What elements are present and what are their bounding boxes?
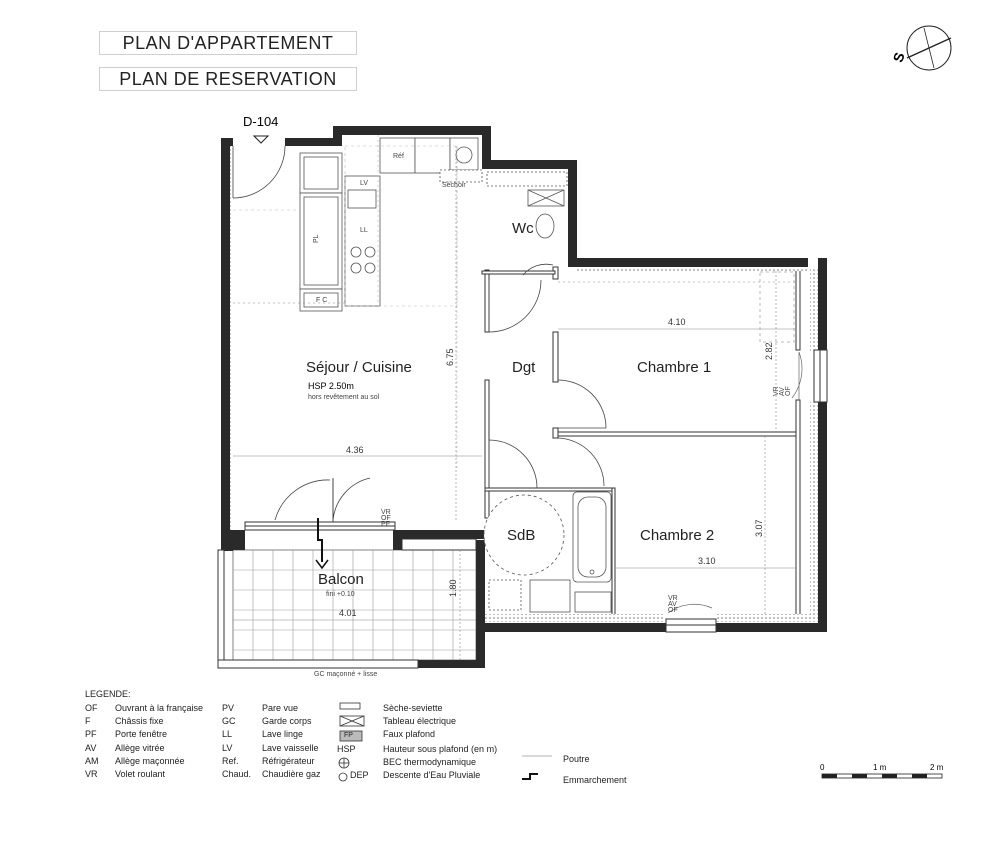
dep-icon xyxy=(338,772,348,782)
compass-letter: S xyxy=(890,50,908,64)
title-plan-reservation: PLAN DE RESERVATION xyxy=(99,67,357,91)
window-chambre2 xyxy=(665,603,717,633)
label-ref: Réf xyxy=(393,153,404,160)
balcony-railing-east xyxy=(401,538,477,551)
room-balcon: Balcon xyxy=(318,571,364,588)
dim-balcon-depth: 1.80 xyxy=(448,579,458,597)
legend-title: LEGENDE: xyxy=(85,689,131,699)
label-pf-1: PF xyxy=(381,521,390,528)
legend-row: Chaud.Chaudière gaz xyxy=(222,769,321,780)
exterior-walls xyxy=(221,126,827,668)
dim-chambre1-width: 4.10 xyxy=(668,317,686,327)
kitchen-guides xyxy=(233,135,458,470)
room-chambre1: Chambre 1 xyxy=(637,359,711,376)
legend-row: Tableau électrique xyxy=(383,716,457,727)
label-vr-3: VR xyxy=(668,595,678,602)
label-ll: LL xyxy=(360,227,368,234)
towel-dryer-icon xyxy=(339,702,361,710)
scale-bar: 0 1 m 2 m xyxy=(820,763,944,779)
entrance-door xyxy=(232,145,286,199)
label-sechoir: Séchoir xyxy=(442,182,466,189)
legend-symbols xyxy=(338,702,552,782)
dim-chambre2-depth: 3.07 xyxy=(754,519,764,537)
interior-doors xyxy=(488,263,607,489)
dim-chambre2-width: 3.10 xyxy=(698,556,716,566)
label-fc: F C xyxy=(316,297,327,304)
title-plan-appartement: PLAN D'APPARTEMENT xyxy=(99,31,357,55)
window-chambre1 xyxy=(791,349,828,403)
label-av-3: AV xyxy=(668,601,677,608)
dim-sejour-width: 4.36 xyxy=(346,445,364,455)
label-vr-2: VR xyxy=(773,386,780,396)
scale-0: 0 xyxy=(820,763,825,772)
emmarchement-icon xyxy=(522,773,538,780)
balcony-railing-south xyxy=(217,659,419,669)
balcony-railing-west xyxy=(217,549,225,669)
label-pl: PL xyxy=(313,234,320,243)
label-vr-1: VR xyxy=(381,509,391,516)
scale-2m: 2 m xyxy=(930,763,944,772)
label-balcon-edge: GC maçonné + lisse xyxy=(314,671,377,678)
room-chambre2: Chambre 2 xyxy=(640,527,714,544)
compass-icon: S xyxy=(890,25,952,71)
dim-sejour-depth: 6.75 xyxy=(445,348,455,366)
dim-chambre1-depth: 2.82 xyxy=(764,342,774,360)
legend-row: Poutre xyxy=(563,754,590,764)
legend-col4: Poutre Emmarchement xyxy=(563,753,627,787)
label-lv: LV xyxy=(360,180,368,187)
step-arrowhead-icon xyxy=(315,559,329,570)
dimension-lines xyxy=(233,146,796,660)
balcony-tiles xyxy=(232,549,477,661)
apartment-ref: D-104 xyxy=(243,114,278,129)
legend-row: Emmarchement xyxy=(563,775,627,786)
sejour-hsp: HSP 2.50m xyxy=(308,381,354,391)
balcony-door xyxy=(244,477,396,531)
label-of-2: OF xyxy=(785,386,792,396)
label-av-2: AV xyxy=(779,387,786,396)
legend-row: Sèche-seviette xyxy=(383,703,443,713)
scale-1m: 1 m xyxy=(873,763,887,772)
chambre1-closet xyxy=(759,271,795,343)
legend-row: BEC thermodynamique xyxy=(383,756,477,767)
kitchen-furniture xyxy=(299,137,483,312)
label-of-3: OF xyxy=(668,607,678,614)
insulation-hatch xyxy=(230,146,818,622)
balcon-note: fini +0.10 xyxy=(326,591,355,598)
electrical-panel-icon xyxy=(339,715,365,727)
entrance-marker-icon xyxy=(252,135,270,144)
room-wc: Wc xyxy=(512,220,534,237)
room-sdb: SdB xyxy=(507,527,535,544)
room-sejour: Séjour / Cuisine xyxy=(306,359,412,376)
label-of-1: OF xyxy=(381,515,391,522)
legend-row: Ref.Réfrigérateur xyxy=(222,755,315,766)
sdb-fixtures xyxy=(483,491,612,613)
wc-fixtures xyxy=(486,171,568,239)
false-ceiling-icon xyxy=(339,730,363,742)
sejour-note: hors revêtement au sol xyxy=(308,394,380,401)
room-dgt: Dgt xyxy=(512,359,536,376)
step-arrow-icon xyxy=(317,518,323,562)
dim-balcon-width: 4.01 xyxy=(339,608,357,618)
